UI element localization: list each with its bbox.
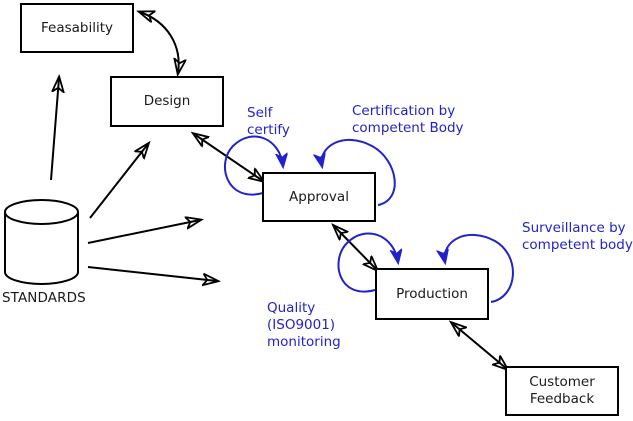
node-production-label: Production (396, 285, 468, 302)
edge-standards-feasability (50, 78, 59, 181)
loop-surveillance (445, 233, 514, 303)
node-feasability-label: Feasability (40, 19, 113, 36)
annotation-certification-by-competent-body: Certification by competent Body (352, 103, 464, 136)
edge-standards-production (87, 266, 217, 281)
node-customer-feedback-label: Customer Feedback (529, 374, 595, 407)
node-design[interactable]: Design (110, 76, 224, 127)
node-customer-feedback[interactable]: Customer Feedback (505, 366, 619, 416)
edge-standards-design (89, 144, 148, 219)
edge-design-approval (194, 134, 263, 181)
loop-quality-monitoring (337, 232, 398, 293)
node-design-label: Design (143, 93, 191, 109)
standards-datastore (4, 199, 79, 285)
loop-certification-by-competent-body (322, 138, 396, 206)
annotation-surveillance-by-competent-body: Surveillance by competent body (522, 220, 633, 253)
edge-production-customer-feedback (452, 323, 507, 369)
edge-approval-production (334, 226, 377, 270)
node-approval-label: Approval (289, 188, 349, 205)
edge-feasability-design (140, 12, 179, 73)
loop-self-certify (224, 135, 283, 196)
node-production[interactable]: Production (375, 268, 489, 320)
annotation-quality-iso9001-monitoring: Quality (ISO9001) monitoring (267, 300, 341, 350)
node-approval[interactable]: Approval (262, 172, 376, 222)
standards-datastore-label: STANDARDS (2, 290, 86, 306)
annotation-self-certify: Self certify (247, 105, 290, 138)
edge-standards-approval (87, 220, 200, 244)
node-feasability[interactable]: Feasability (20, 3, 134, 53)
